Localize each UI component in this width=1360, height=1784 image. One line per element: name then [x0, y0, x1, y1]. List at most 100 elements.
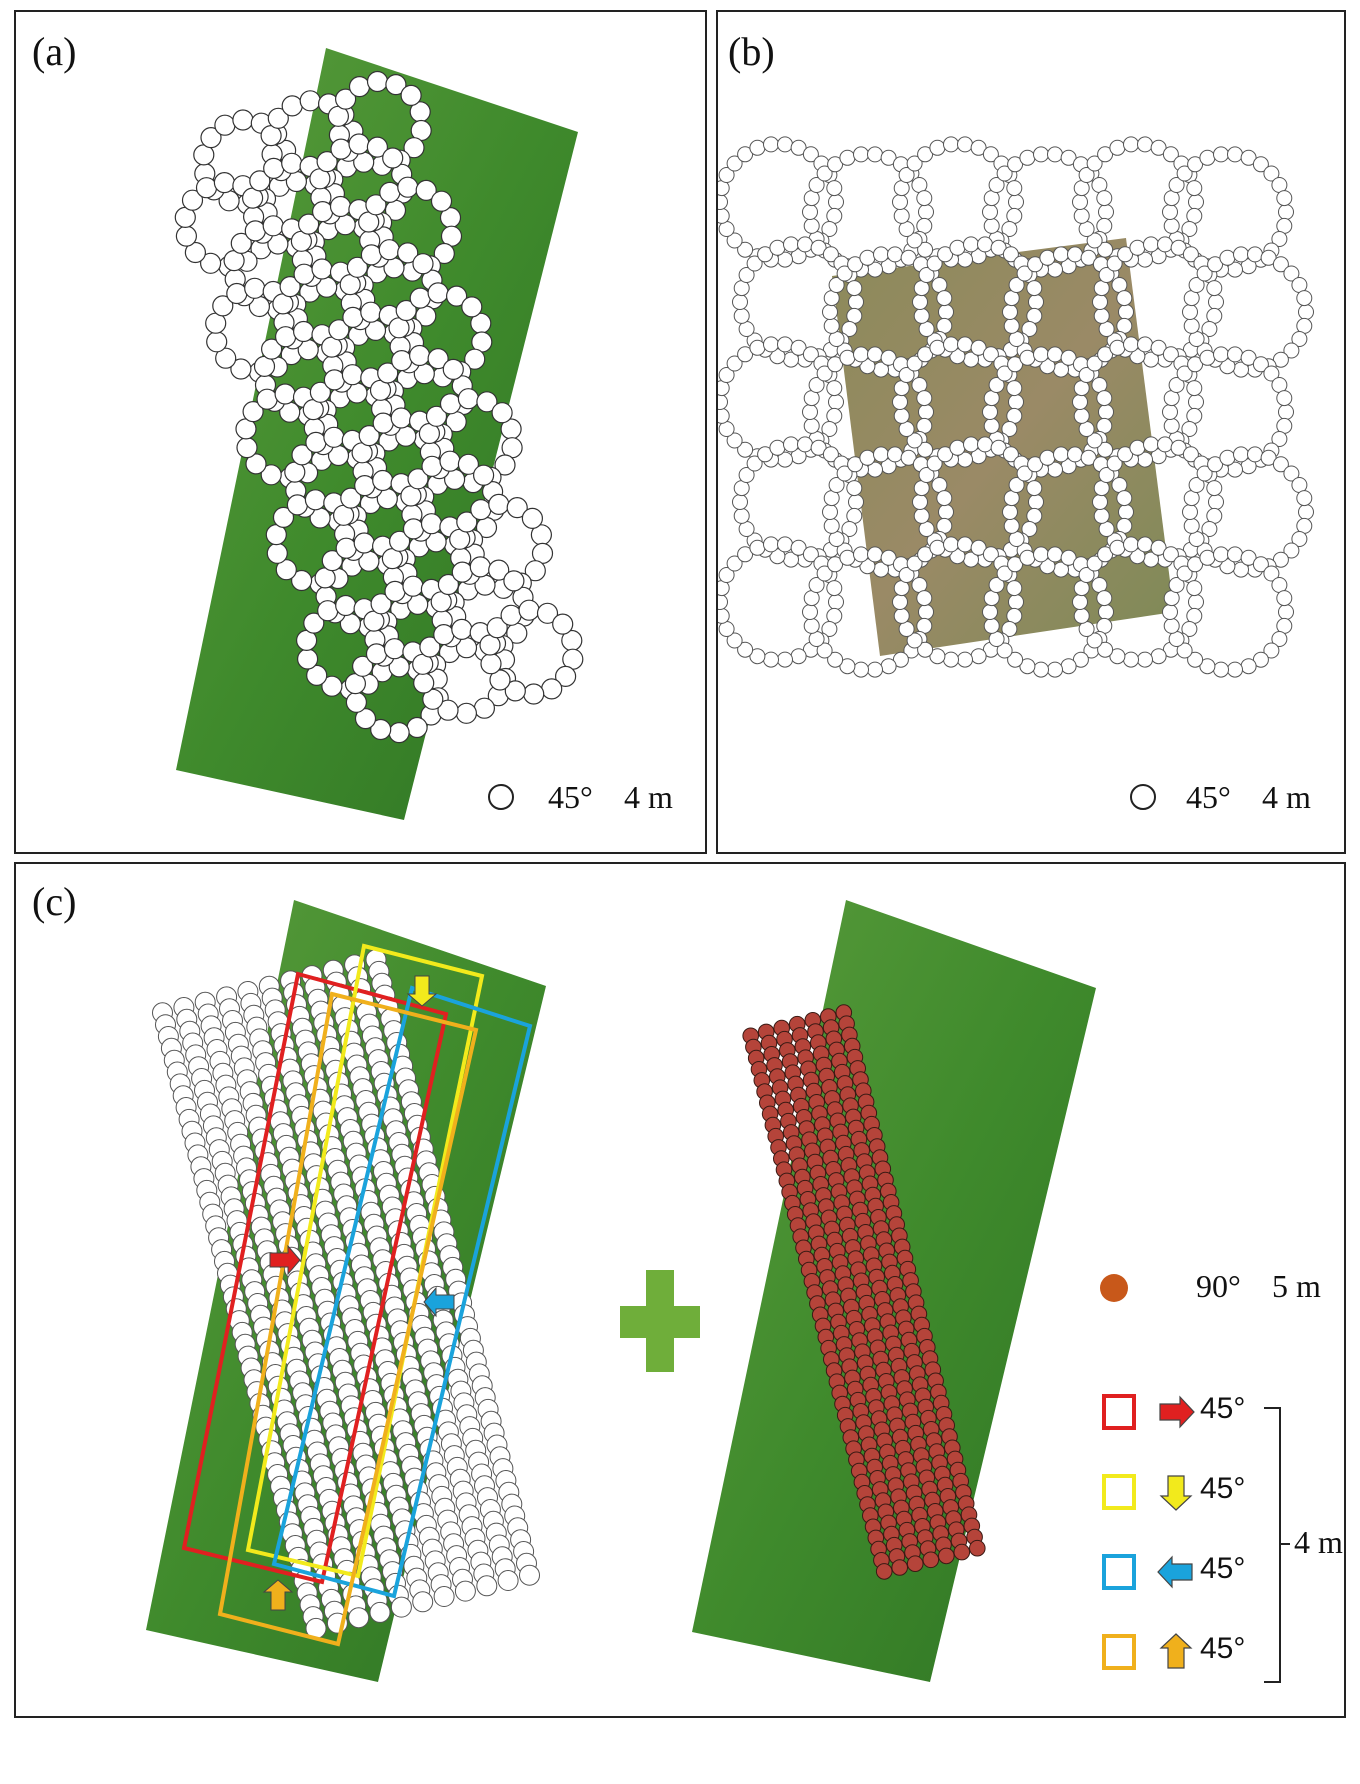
flight-point — [425, 405, 448, 427]
flight-point — [1260, 449, 1277, 466]
nadir-point — [891, 1559, 909, 1576]
legend-oblique-icons — [1102, 1394, 1195, 1670]
flight-point — [1278, 404, 1294, 420]
flight-point — [738, 267, 755, 283]
flight-point — [1016, 265, 1033, 282]
flight-point — [848, 294, 864, 310]
flight-point — [880, 149, 897, 166]
flight-point — [1283, 465, 1300, 482]
flight-point — [763, 136, 779, 153]
flight-point — [917, 641, 934, 658]
flight-point — [1298, 304, 1314, 320]
flight-point — [1021, 521, 1038, 537]
flight-point — [1162, 404, 1178, 420]
flight-point — [457, 388, 479, 410]
flight-point — [303, 612, 325, 634]
flight-point — [1283, 265, 1300, 282]
legend-yellow-arrow-icon — [1159, 1475, 1193, 1511]
legend-red-box-icon — [1102, 1394, 1136, 1430]
flight-point — [1033, 346, 1049, 363]
flight-point — [802, 546, 819, 563]
flight-point — [1213, 146, 1229, 163]
flight-point — [491, 402, 513, 424]
flight-point — [454, 1580, 476, 1602]
flight-point — [1252, 356, 1269, 373]
flight-point — [1047, 546, 1063, 563]
flight-point — [335, 594, 357, 617]
flight-point — [1157, 236, 1173, 253]
flight-point — [880, 549, 897, 566]
flight-point — [323, 369, 345, 391]
flight-point — [500, 604, 522, 626]
flight-point — [1233, 246, 1249, 263]
flight-point — [232, 109, 254, 131]
flight-point — [1271, 231, 1288, 247]
flight-point — [1072, 594, 1088, 610]
flight-point — [887, 246, 903, 263]
flight-point — [836, 465, 853, 482]
flight-point — [996, 642, 1013, 659]
nadir-point — [938, 1547, 955, 1565]
flight-point — [348, 1607, 370, 1629]
flight-point — [1047, 146, 1063, 163]
flight-point — [329, 195, 352, 218]
flight-point — [1186, 580, 1203, 597]
flight-point — [938, 504, 954, 520]
flight-point — [906, 155, 923, 172]
flight-point — [476, 1575, 498, 1597]
flight-point — [732, 494, 748, 510]
flight-point — [1206, 480, 1223, 497]
flight-point — [1182, 304, 1198, 320]
flight-point — [1116, 290, 1133, 307]
flight-point — [1007, 651, 1024, 668]
flight-point — [1137, 536, 1153, 553]
legend-nadir-point-icon — [1100, 1274, 1128, 1302]
flight-point — [397, 242, 419, 264]
flight-point — [821, 421, 838, 437]
flight-point — [1260, 249, 1277, 266]
flight-point — [823, 517, 840, 534]
flight-point — [737, 546, 754, 563]
panel-b-label: (b) — [728, 29, 775, 74]
flight-point — [982, 404, 998, 420]
flight-point — [415, 179, 437, 201]
flight-point — [1117, 246, 1134, 263]
flight-point — [412, 253, 434, 275]
flight-point — [880, 658, 897, 675]
flight-point — [298, 213, 320, 235]
flight-point — [175, 225, 197, 247]
flight-point — [328, 319, 350, 341]
flight-point — [464, 348, 486, 370]
flight-point — [291, 444, 313, 466]
flight-point — [737, 146, 754, 163]
flight-point — [297, 648, 319, 670]
flight-point — [1003, 517, 1020, 534]
flight-point — [266, 542, 288, 564]
flight-point — [446, 285, 468, 307]
flight-point — [821, 221, 838, 237]
flight-point — [847, 256, 864, 273]
flight-point — [943, 336, 959, 353]
flight-point — [354, 475, 376, 497]
flight-point — [1271, 431, 1288, 447]
flight-point — [1086, 232, 1103, 249]
flight-point — [826, 580, 843, 597]
flight-point — [236, 437, 258, 459]
flight-point — [321, 675, 343, 697]
flight-point — [906, 355, 923, 372]
plus-icon — [620, 1270, 700, 1372]
flight-point — [1199, 149, 1216, 166]
flight-point — [937, 246, 954, 263]
flight-point — [970, 339, 987, 356]
flight-point — [816, 165, 833, 182]
flight-point — [360, 301, 382, 323]
flight-point — [422, 688, 444, 710]
blue-arrow-icon — [423, 1286, 455, 1318]
flight-point — [913, 307, 930, 324]
flight-point — [330, 138, 352, 160]
flight-point — [1168, 577, 1185, 593]
flight-point — [718, 194, 728, 210]
flight-point — [1060, 658, 1077, 675]
flight-point — [898, 567, 915, 583]
flight-point — [1096, 190, 1113, 207]
